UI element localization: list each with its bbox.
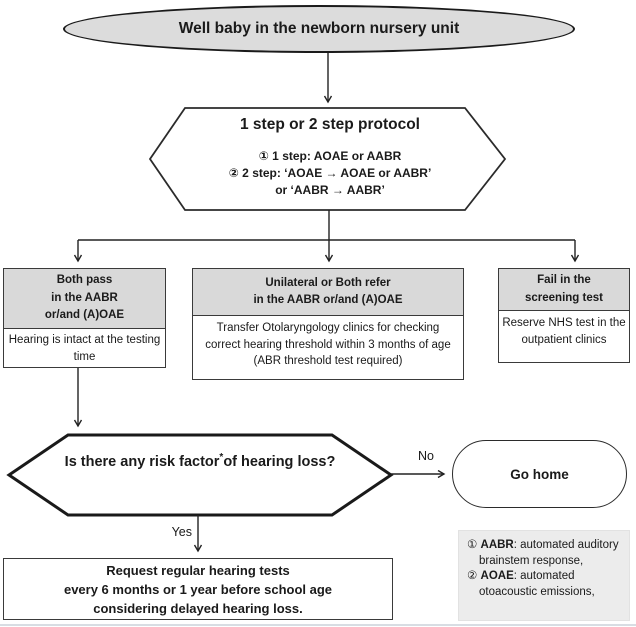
protocol-details: ① 1 step: AOAE or AABR ② 2 step: ‘AOAE →… xyxy=(150,148,510,199)
risk-asterisk: * xyxy=(219,452,224,463)
followup-line: considering delayed hearing loss. xyxy=(93,600,303,616)
outcome-fail-header-line: screening test xyxy=(525,291,603,304)
followup-box: Request regular hearing tests every 6 mo… xyxy=(3,558,393,620)
protocol-step1: ① 1 step: AOAE or AABR xyxy=(258,149,402,163)
go-home-node: Go home xyxy=(452,440,627,508)
legend-item-number: ② xyxy=(467,570,481,582)
start-node-label: Well baby in the newborn nursery unit xyxy=(178,20,460,37)
protocol-title: 1 step or 2 step protocol xyxy=(239,116,420,133)
outcome-fail-body: Reserve NHS test in the outpatient clini… xyxy=(502,317,626,346)
protocol-step2: ② 2 step: ‘AOAE → AOAE or AABR’ xyxy=(228,166,432,180)
branch-line xyxy=(78,210,575,241)
legend-abbr: AABR xyxy=(480,539,514,551)
start-node: Well baby in the newborn nursery unit xyxy=(63,5,575,53)
outcome-pass-header: Both pass in the AABR or/and (A)OAE xyxy=(4,269,165,329)
risk-question-text-cont: of hearing loss? xyxy=(223,453,336,470)
followup-line: Request regular hearing tests xyxy=(106,562,290,578)
outcome-pass-header-line: in the AABR xyxy=(51,291,118,304)
outcome-box-fail: Fail in the screening test Reserve NHS t… xyxy=(498,268,630,363)
legend-desc: : automated auditory brainstem response, xyxy=(479,539,619,567)
outcome-fail-header-line: Fail in the xyxy=(537,274,591,287)
legend-item-aabr: ① AABR: automated auditory brainstem res… xyxy=(467,538,621,569)
risk-question-text: Is there any risk factor xyxy=(64,453,220,470)
outcome-fail-header: Fail in the screening test xyxy=(499,269,629,311)
legend-item-aoae: ② AOAE: automated otoacoustic emissions, xyxy=(467,569,621,600)
edge-label-no: No xyxy=(418,449,434,463)
outcome-refer-header-line: in the AABR or/and (A)OAE xyxy=(253,294,403,306)
go-home-label: Go home xyxy=(510,466,569,482)
abbreviation-legend: ① AABR: automated auditory brainstem res… xyxy=(458,530,630,621)
followup-line: every 6 months or 1 year before school a… xyxy=(63,581,333,597)
outcome-refer-body: Transfer Otolaryngology clinics for chec… xyxy=(205,322,451,368)
outcome-refer-header-line: Unilateral or Both refer xyxy=(265,276,391,289)
outcome-pass-header-line: or/and (A)OAE xyxy=(44,309,125,322)
outcome-box-refer: Unilateral or Both refer in the AABR or/… xyxy=(192,268,464,380)
protocol-step2-cont: or ‘AABR → AABR’ xyxy=(275,183,385,197)
outcome-box-pass: Both pass in the AABR or/and (A)OAE Hear… xyxy=(3,268,166,368)
bottom-rule xyxy=(0,624,636,626)
risk-hexagon-shape xyxy=(6,433,394,517)
risk-question: Is there any risk factor*of hearing loss… xyxy=(53,447,347,473)
protocol-hexagon-shape xyxy=(148,107,507,211)
legend-item-number: ① xyxy=(467,539,481,551)
outcome-pass-header-line: Both pass xyxy=(56,273,113,286)
legend-abbr: AOAE xyxy=(480,570,514,582)
outcome-pass-body: Hearing is intact at the testing time xyxy=(8,334,161,363)
legend-desc: : automated otoacoustic emissions, xyxy=(479,570,595,598)
outcome-refer-header: Unilateral or Both refer in the AABR or/… xyxy=(193,269,463,316)
edge-label-yes: Yes xyxy=(171,525,192,539)
